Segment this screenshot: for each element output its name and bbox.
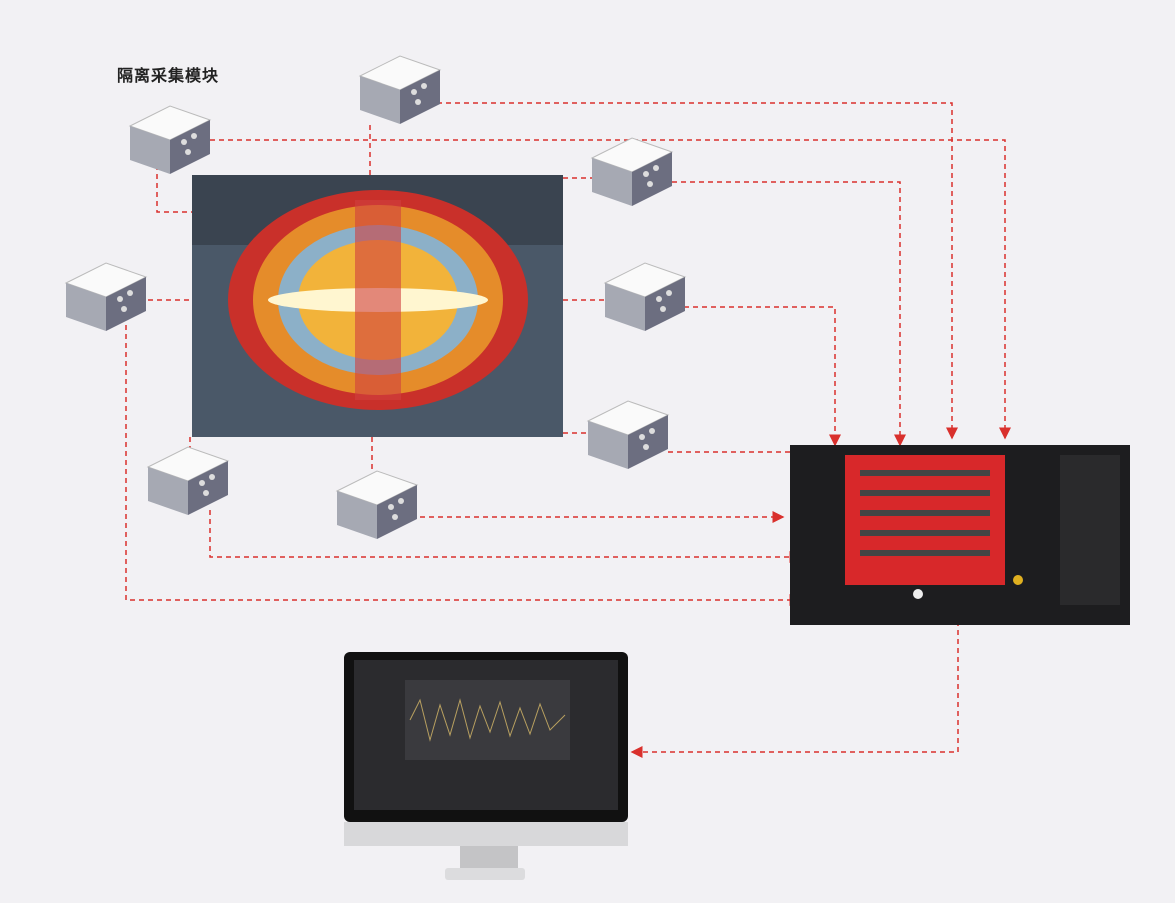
isolation-module bbox=[147, 446, 229, 516]
isolation-module bbox=[65, 262, 147, 332]
acquisition-chassis bbox=[790, 445, 1130, 625]
isolation-module bbox=[587, 400, 669, 470]
tokamak-image bbox=[192, 175, 563, 437]
monitor bbox=[344, 652, 628, 880]
isolation-module bbox=[591, 137, 673, 207]
isolation-module bbox=[359, 55, 441, 125]
isolation-module bbox=[336, 470, 418, 540]
diagram-title: 隔离采集模块 bbox=[117, 66, 220, 85]
connection-links bbox=[125, 102, 1011, 758]
isolation-module bbox=[604, 262, 686, 332]
isolation-module bbox=[129, 105, 211, 175]
